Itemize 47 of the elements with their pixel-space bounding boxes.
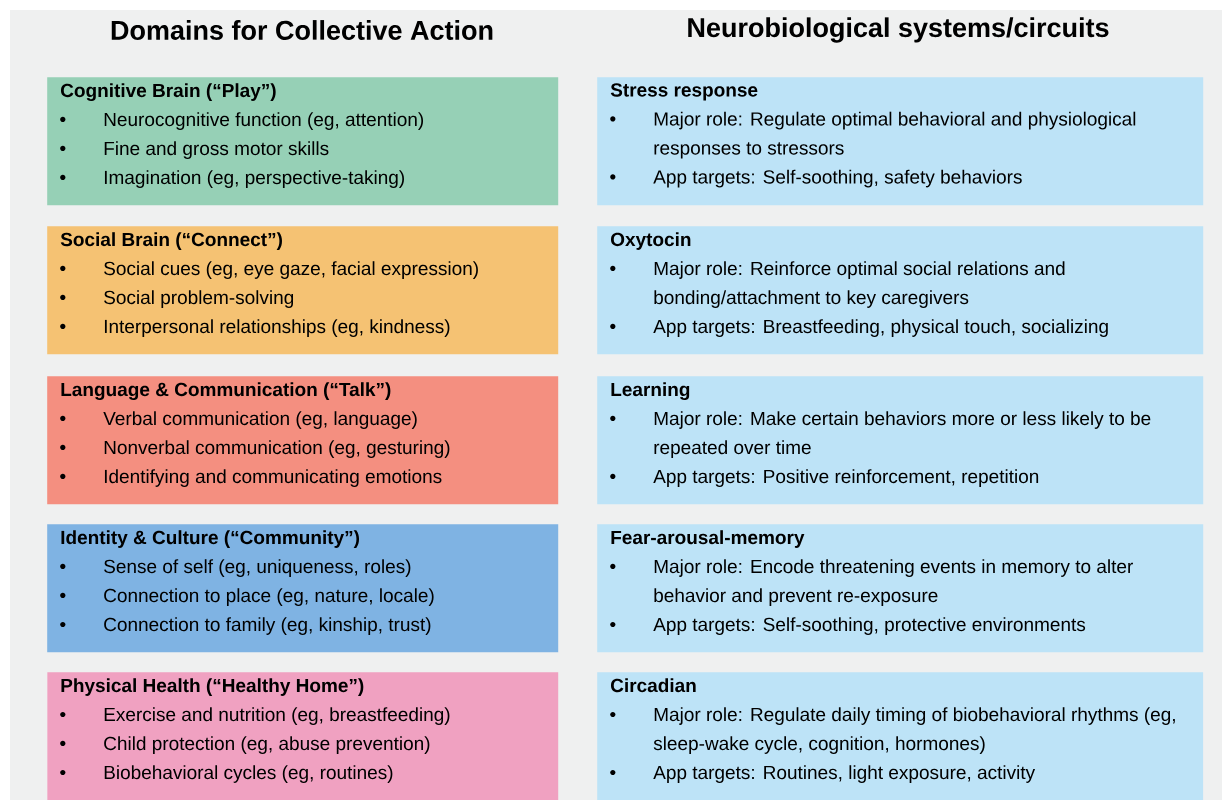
bullet-item: Major role: Reinforce optimal social relations and bonding/attachment to key caregivers bbox=[654, 261, 1065, 308]
box-heading: Circadian bbox=[611, 678, 696, 693]
box-heading: Stress response bbox=[610, 83, 758, 101]
domain-box bbox=[47, 376, 559, 505]
bullet-item: Connection to family (eg, kinship, trust) bbox=[104, 617, 431, 635]
bullet-item: Social problem-solving bbox=[104, 290, 294, 308]
bullet-item: Neurocognitive function (eg, attention) bbox=[104, 112, 424, 130]
system-box bbox=[597, 77, 1204, 206]
system-box bbox=[597, 524, 1204, 653]
bullet-item: Major role: Regulate daily timing of biobehavioral rhythms (eg, sleep-wake cycle, cognition, hormones) bbox=[653, 707, 1175, 754]
bullet-item: Connection to place (eg, nature, locale) bbox=[104, 588, 434, 606]
box-heading: Physical Health (“Healthy Home”) bbox=[61, 678, 364, 696]
domain-box bbox=[47, 226, 559, 355]
box-heading: Social Brain (“Connect”) bbox=[60, 232, 282, 250]
bullet-item: Major role: Encode threatening events in memory to alter behavior and prevent re-exposure bbox=[654, 559, 1133, 606]
domain-box bbox=[47, 524, 559, 653]
bullet-item: Nonverbal communication (eg, gesturing) bbox=[104, 440, 450, 458]
bullet-item: Identifying and communicating emotions bbox=[104, 469, 442, 487]
bullet-item: App targets: Self-soothing, safety behaviors bbox=[653, 169, 1022, 188]
box-heading: Fear-arousal-memory bbox=[611, 530, 805, 548]
bullet-item: Verbal communication (eg, language) bbox=[103, 411, 417, 429]
bullet-item: Imagination (eg, perspective-taking) bbox=[104, 170, 404, 188]
column-heading: Neurobiological systems/circuits bbox=[688, 17, 1109, 43]
bullet-item: Exercise and nutrition (eg, breastfeeding) bbox=[104, 707, 450, 725]
box-heading: Language & Communication (“Talk”) bbox=[61, 382, 391, 400]
bullet-item: Sense of self (eg, uniqueness, roles) bbox=[104, 559, 411, 577]
bullet-item: App targets: Self-soothing, protective environments bbox=[653, 617, 1086, 635]
system-box bbox=[597, 226, 1204, 355]
bullet-item: App targets: Positive reinforcement, repetition bbox=[653, 469, 1039, 487]
system-box bbox=[597, 376, 1204, 505]
domain-box bbox=[47, 672, 559, 800]
box-heading: Identity & Culture (“Community”) bbox=[61, 530, 359, 548]
box-heading: Oxytocin bbox=[611, 232, 691, 250]
bullet-item: Major role: Regulate optimal behavioral and physiological responses to stressors bbox=[654, 111, 1136, 159]
system-box bbox=[597, 672, 1204, 800]
domain-box bbox=[47, 77, 559, 206]
box-heading: Learning bbox=[611, 382, 690, 400]
bullet-item: Interpersonal relationships (eg, kindness) bbox=[104, 319, 450, 337]
box-heading: Cognitive Brain (“Play”) bbox=[61, 83, 276, 101]
bullet-item: App targets: Routines, light exposure, activity bbox=[653, 765, 1036, 783]
bullet-item: Fine and gross motor skills bbox=[104, 141, 329, 159]
bullet-item: App targets: Breastfeeding, physical touch, socializing bbox=[653, 319, 1108, 337]
bullet-item: Major role: Make certain behaviors more or less likely to be repeated over time bbox=[654, 411, 1151, 458]
bullet-item: Biobehavioral cycles (eg, routines) bbox=[104, 765, 393, 783]
bullet-item: Child protection (eg, abuse prevention) bbox=[104, 736, 430, 754]
column-heading: Domains for Collective Action bbox=[111, 20, 493, 40]
bullet-item: Social cues (eg, eye gaze, facial expression) bbox=[104, 261, 478, 279]
